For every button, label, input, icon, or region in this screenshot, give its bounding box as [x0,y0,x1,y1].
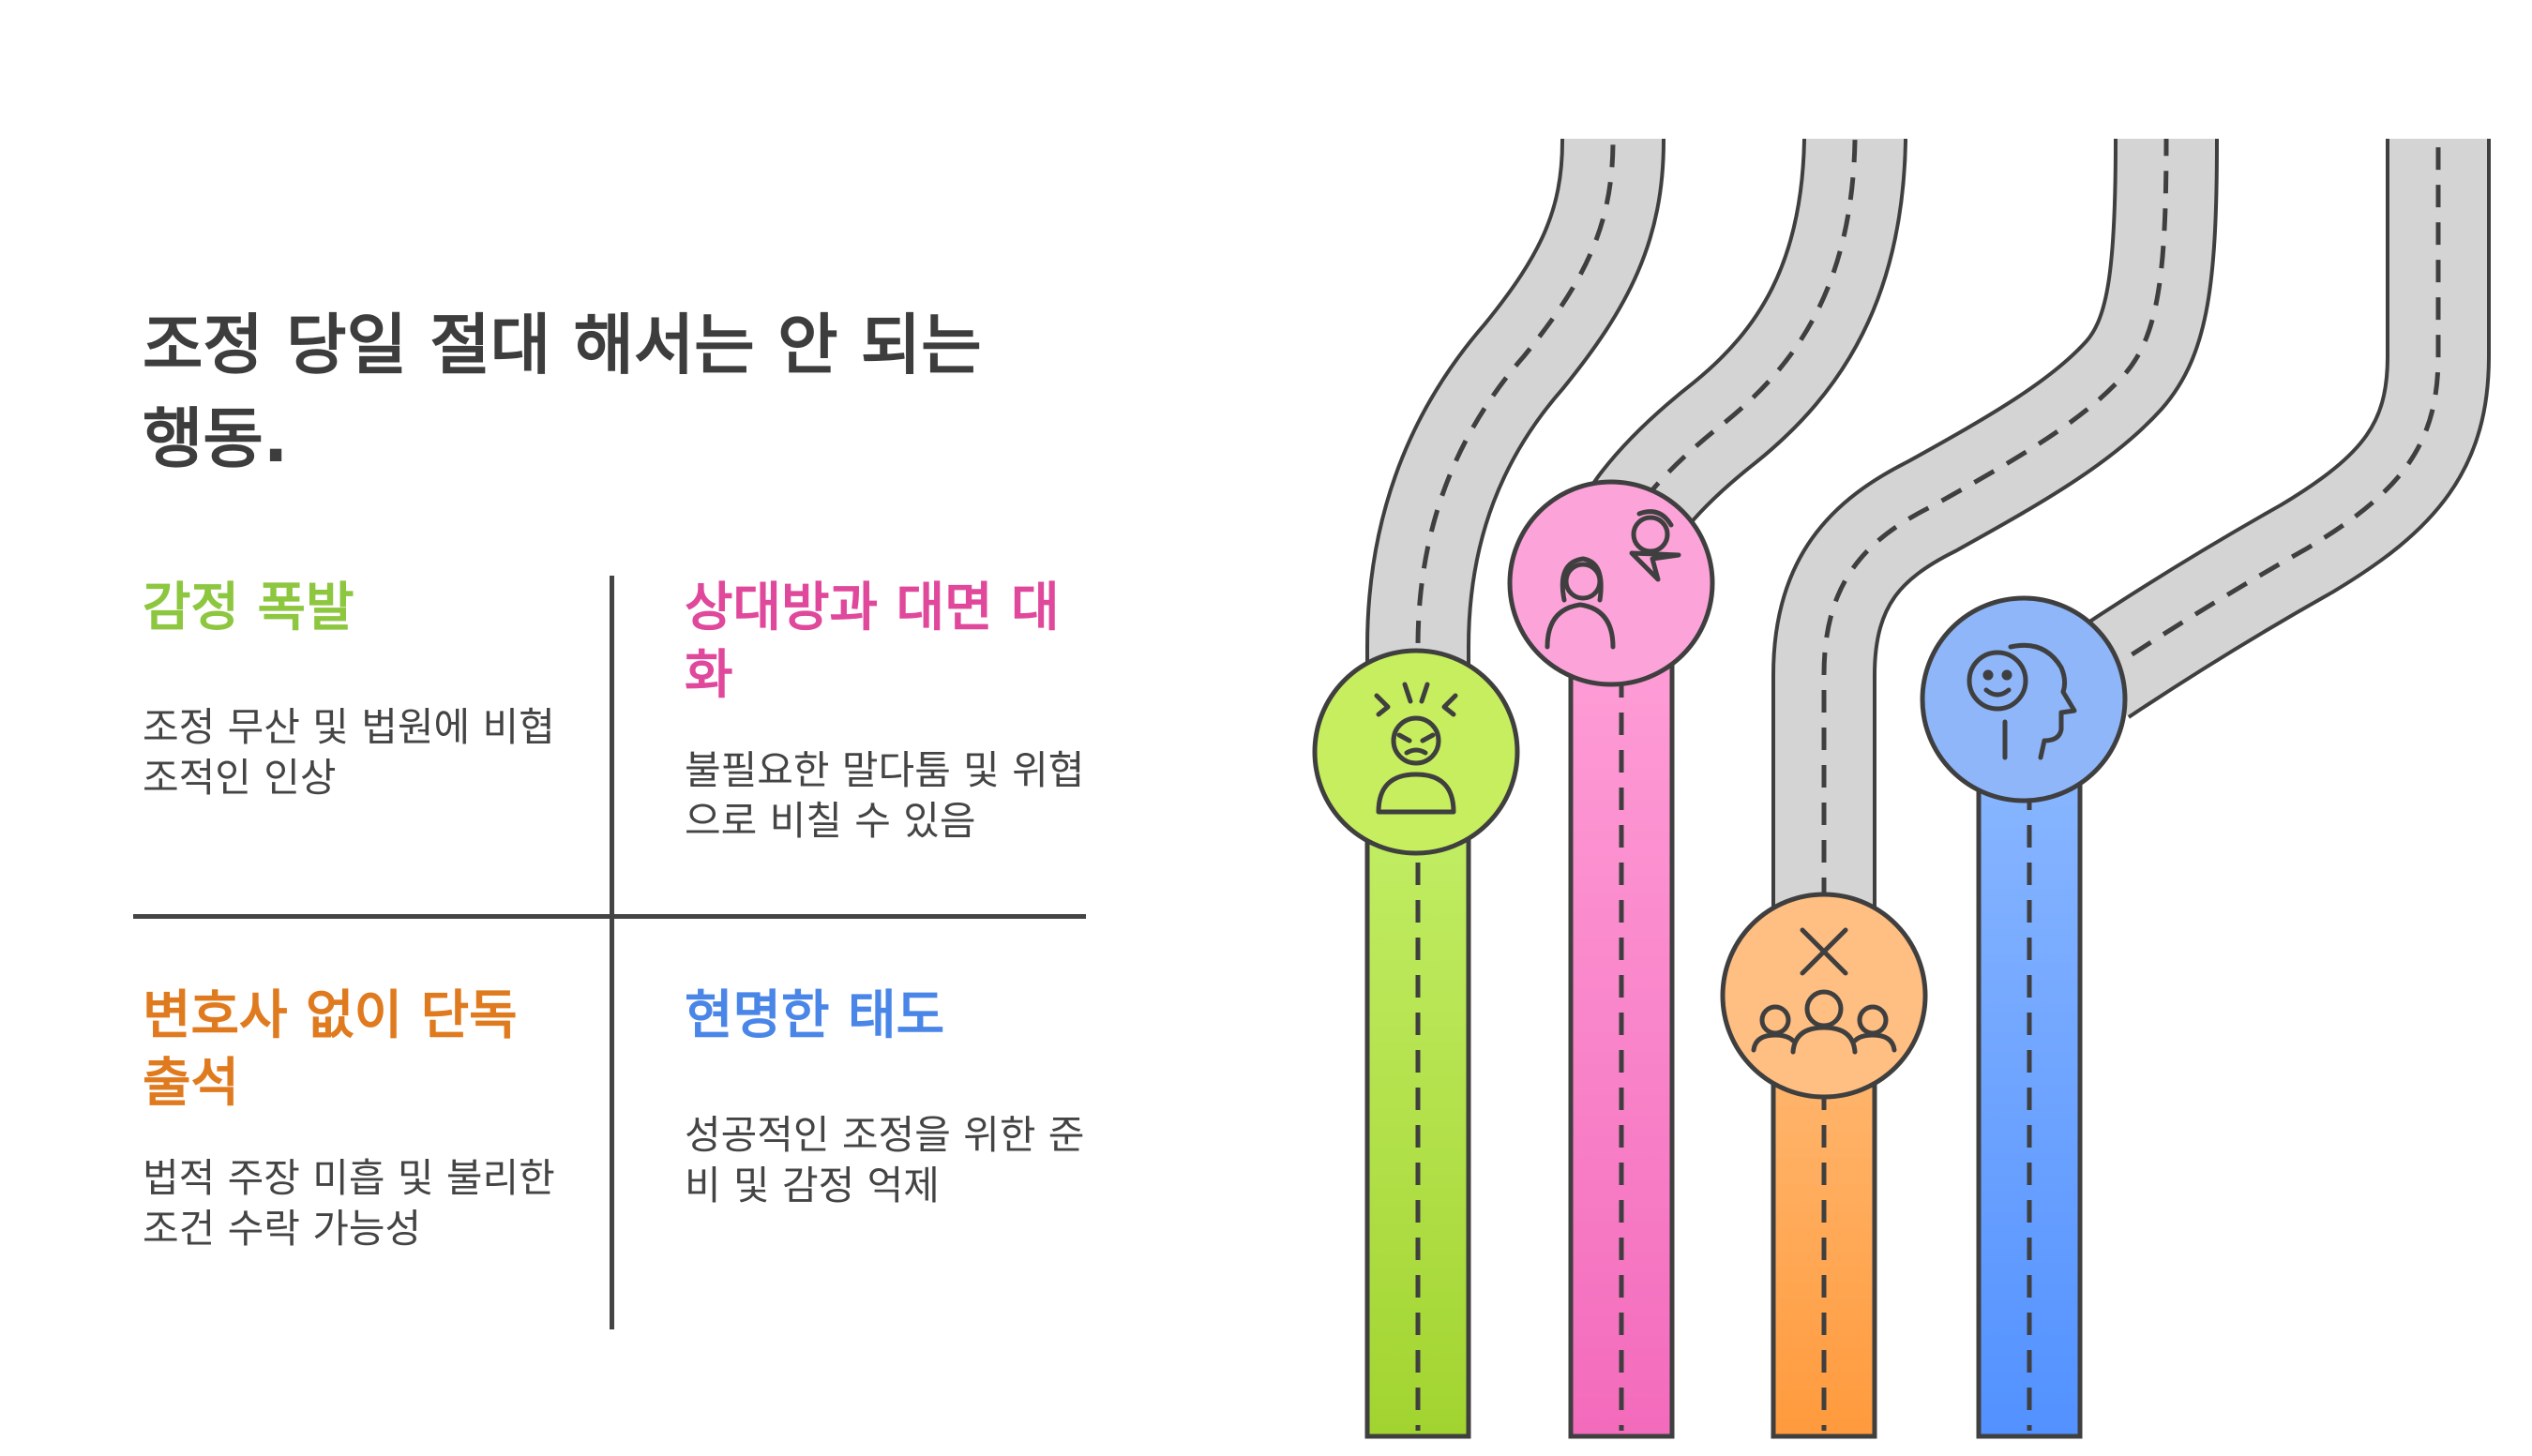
road-green [1364,88,1665,1439]
quadrant-heading: 변호사 없이 단독 출석 [143,985,518,1114]
quadrant-description: 조정 무산 및 법원에 비협조적인 인상 [143,704,555,801]
quadrant-attend-alone: 변호사 없이 단독 출석 법적 주장 미흡 및 불리한 조건 수락 가능성 [143,983,555,1254]
badge-pink [1507,479,1715,687]
road-center-dashes [1821,139,2169,938]
angry-person-icon [1374,682,1458,815]
quadrant-heading: 현명한 태도 [685,985,945,1046]
horizontal-divider [133,914,1086,919]
page-title: 조정 당일 절대 해서는 안 되는 행동. [143,307,982,477]
quadrant-face-to-face-talk: 상대방과 대면 대화 불필요한 말다툼 및 위협으로 비칠 수 있음 [685,575,1097,847]
quadrant-wise-attitude: 현명한 태도 성공적인 조정을 위한 준비 및 감정 억제 [685,983,1097,1211]
quadrant-description: 불필요한 말다툼 및 위협으로 비칠 수 있음 [685,747,1085,844]
alone-without-group-icon [1751,927,1897,1055]
quadrant-heading: 상대방과 대면 대화 [685,578,1060,706]
quadrant-description: 법적 주장 미흡 및 불리한 조건 수락 가능성 [143,1155,555,1252]
quadrant-emotional-outburst: 감정 폭발 조정 무산 및 법원에 비협조적인 인상 [143,575,555,803]
quadrant-description: 성공적인 조정을 위한 준비 및 감정 억제 [685,1112,1085,1208]
badge-orange [1720,892,1928,1100]
calm-mind-icon [1967,642,2077,760]
badge-green [1312,648,1520,856]
road-center-dashes [1415,139,1616,756]
confrontation-icon [1545,509,1681,650]
badge-blue [1920,595,2128,803]
road-center-dashes [2099,139,2441,678]
quadrant-heading: 감정 폭발 [143,578,354,638]
vertical-divider [610,576,614,1329]
road-blue [1976,139,2491,1439]
